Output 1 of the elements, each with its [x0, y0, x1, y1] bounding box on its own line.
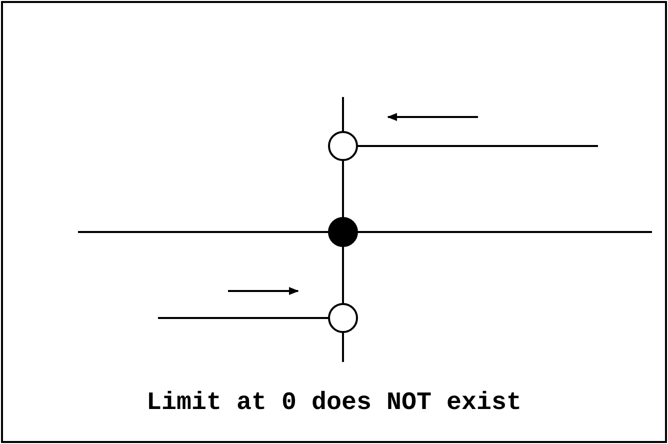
- caption: Limit at 0 does NOT exist: [145, 387, 523, 419]
